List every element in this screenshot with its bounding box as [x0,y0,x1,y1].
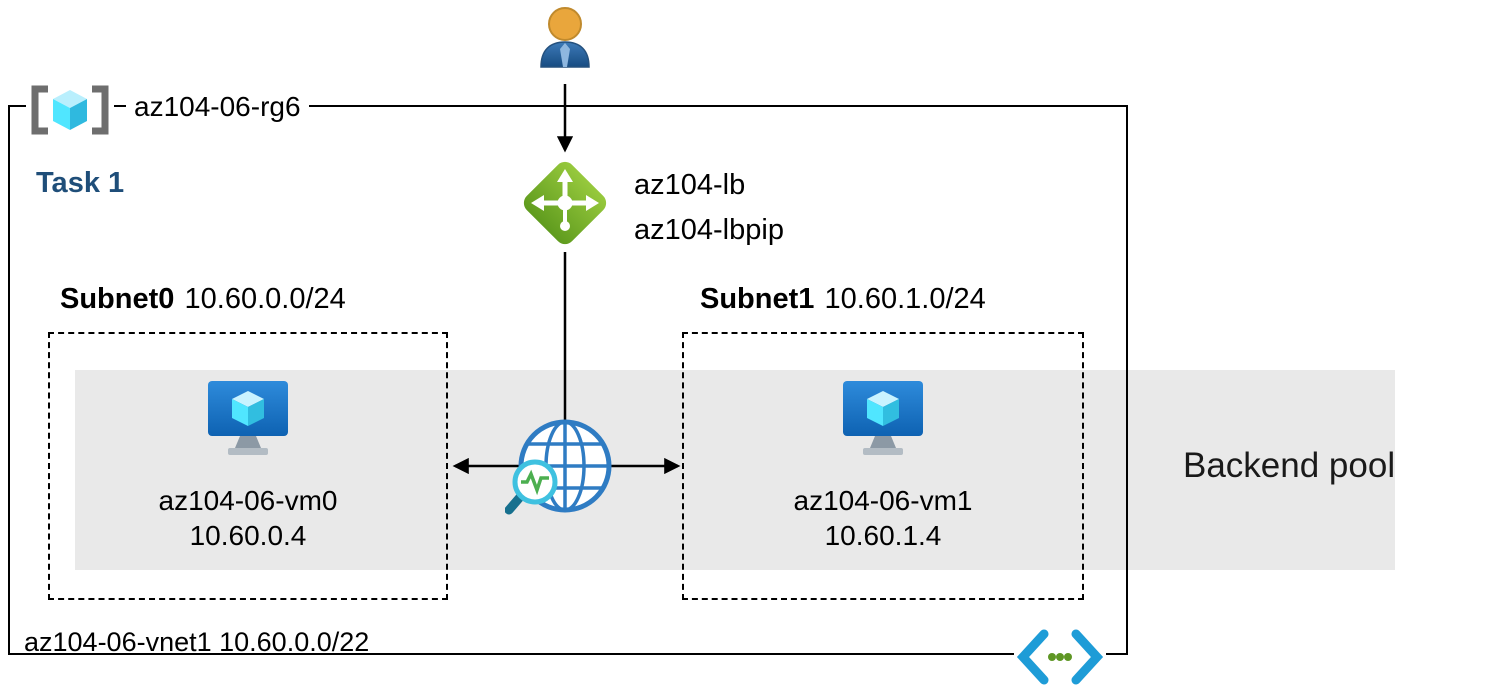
backend-pool-label: Backend pool [1183,446,1396,485]
user-icon [540,7,590,68]
vm0-labels: az104-06-vm0 10.60.0.4 [48,483,448,553]
load-balancer-labels: az104-lb az104-lbpip [634,163,784,253]
load-balancer-name: az104-lb [634,169,746,201]
vnet-label: az104-06-vnet1 10.60.0.0/22 [24,627,370,657]
load-balancer-pip: az104-lbpip [634,214,784,246]
subnet0-cidr: 10.60.0.0/24 [184,283,346,315]
subnet0-label: Subnet0 10.60.0.0/24 [60,283,346,316]
virtual-machine-icon [208,381,288,455]
globe-health-probe-icon [505,419,612,515]
subnet1-cidr: 10.60.1.0/24 [824,283,986,315]
task-label: Task 1 [36,167,125,199]
backend-pool-band [75,370,1395,570]
load-balancer-icon [523,161,607,245]
vm1-labels: az104-06-vm1 10.60.1.4 [682,483,1084,553]
vm1-name: az104-06-vm1 [793,485,973,516]
vm0-name: az104-06-vm0 [158,485,338,516]
resource-group-label: az104-06-rg6 [126,91,309,123]
vm1-ip: 10.60.1.4 [824,520,942,551]
subnet1-name: Subnet1 [700,283,815,315]
subnet1-box [682,332,1084,600]
subnet0-name: Subnet0 [60,283,175,315]
subnet0-box [48,332,448,600]
virtual-machine-icon [843,381,923,455]
virtual-network-icon [1014,629,1106,685]
resource-group-box [8,105,1128,655]
subnet1-label: Subnet1 10.60.1.0/24 [700,283,986,316]
vm0-ip: 10.60.0.4 [189,520,307,551]
resource-group-icon [26,82,114,138]
